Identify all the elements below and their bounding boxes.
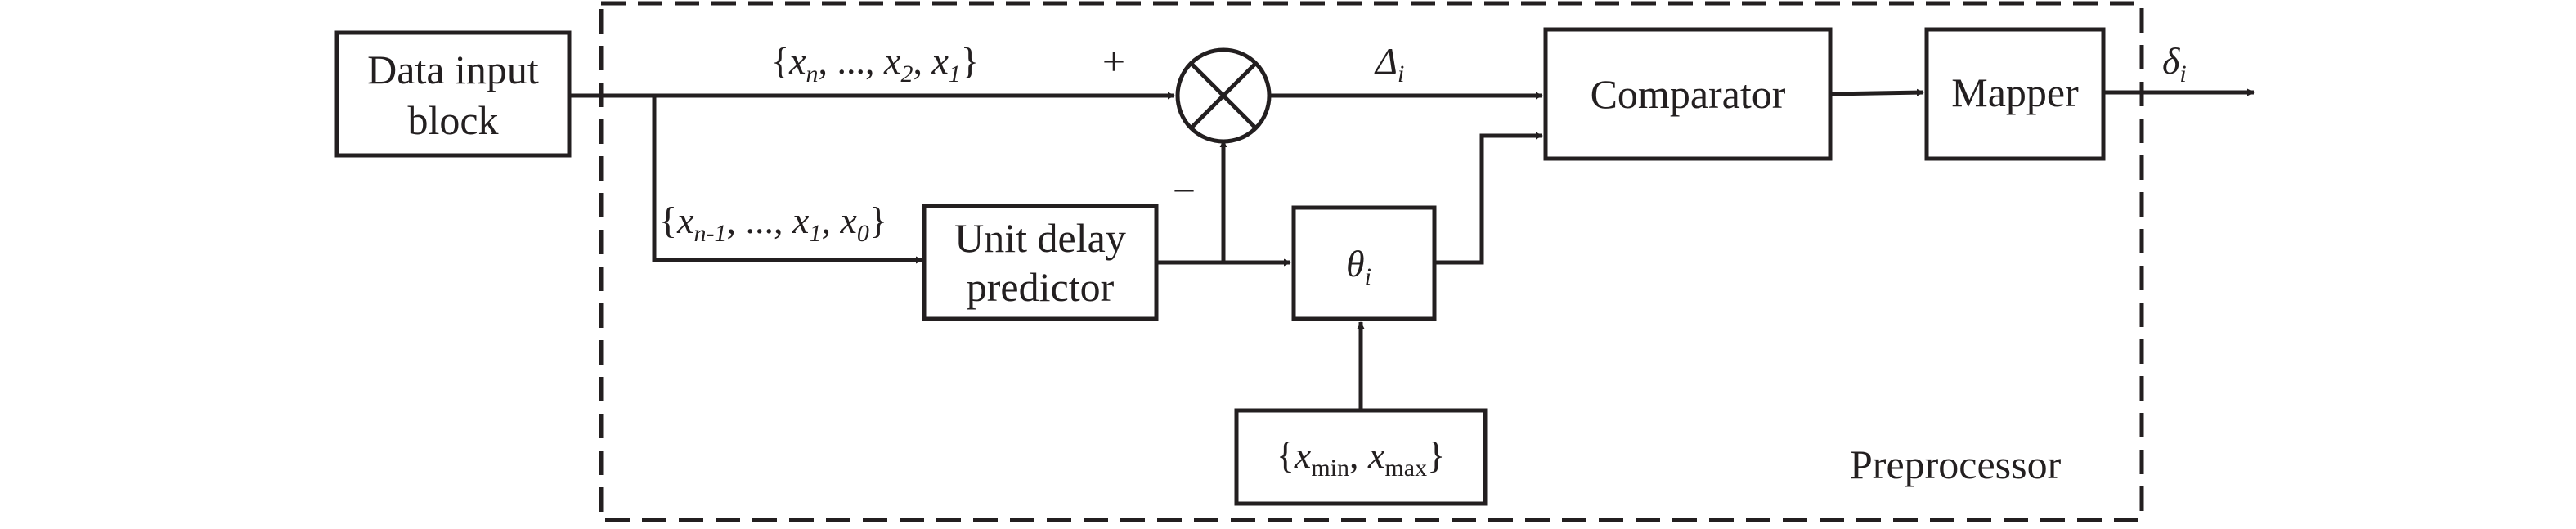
- data-input-block: Data input block: [334, 30, 572, 158]
- threshold-to-comparator-line: [1434, 132, 1543, 265]
- preprocessor-label: Preprocessor: [1850, 442, 2062, 487]
- current-sequence-label: {xn, ..., x2, x1}: [771, 40, 979, 87]
- previous-signal-line: [652, 96, 923, 264]
- data-input-block-line2: block: [407, 97, 498, 143]
- limits-block: {xmin, xmax}: [1234, 408, 1488, 506]
- threshold-label: θi: [1346, 243, 1371, 290]
- comparator-label: Comparator: [1591, 71, 1786, 117]
- threshold-block: θi: [1291, 205, 1437, 321]
- mapper-block: Mapper: [1924, 27, 2106, 161]
- limits-label: {xmin, xmax}: [1277, 434, 1445, 482]
- mapper-label: Mapper: [1951, 69, 2079, 115]
- unit-delay-line1: Unit delay: [954, 215, 1126, 261]
- unit-delay-line2: predictor: [967, 264, 1115, 310]
- minus-sign: −: [1173, 168, 1196, 213]
- data-input-block-line1: Data input: [367, 47, 539, 92]
- comparator-to-mapper-line: [1829, 88, 1924, 96]
- output-label: δi: [2162, 40, 2187, 87]
- unit-delay-predictor-block: Unit delay predictor: [922, 204, 1159, 321]
- previous-sequence-label: {xn-1, ..., x1, x0}: [659, 199, 887, 247]
- comparator-block: Comparator: [1543, 27, 1833, 161]
- plus-sign: +: [1102, 38, 1125, 84]
- delta-label: Δi: [1374, 40, 1404, 87]
- summing-junction: [1175, 47, 1272, 144]
